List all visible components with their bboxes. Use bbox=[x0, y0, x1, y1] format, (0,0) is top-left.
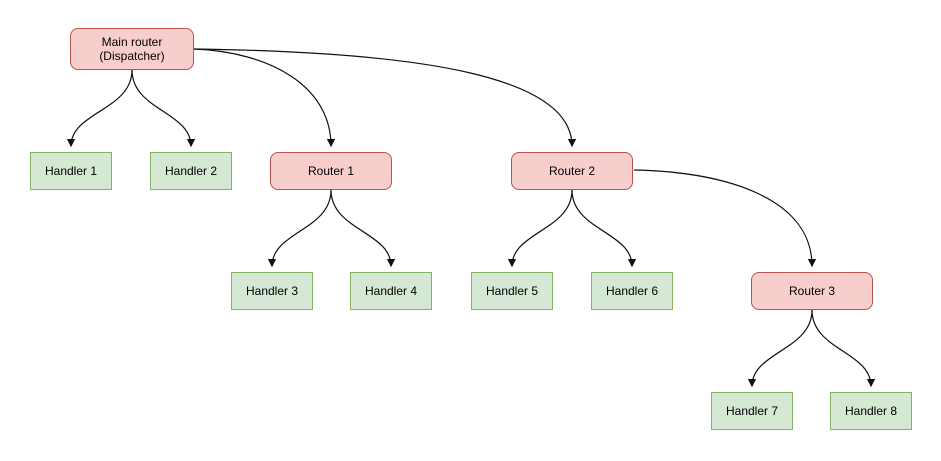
node-router-1[interactable]: Router 1 bbox=[270, 152, 392, 190]
node-label-main-router: Main router (Dispatcher) bbox=[99, 35, 165, 63]
edge-router1-to-handler-3 bbox=[267, 189, 332, 268]
node-handler-8[interactable]: Handler 8 bbox=[830, 392, 912, 430]
edge-router2-to-router-3 bbox=[633, 169, 817, 268]
node-label-handler-7: Handler 7 bbox=[725, 404, 779, 418]
node-router-2[interactable]: Router 2 bbox=[511, 152, 633, 190]
node-handler-6[interactable]: Handler 6 bbox=[591, 272, 673, 310]
node-label-handler-4: Handler 4 bbox=[364, 284, 418, 298]
edge-main-to-router-2 bbox=[193, 48, 577, 148]
edge-router3-to-handler-8 bbox=[811, 309, 876, 388]
node-label-handler-3: Handler 3 bbox=[245, 284, 299, 298]
node-label-handler-6: Handler 6 bbox=[605, 284, 659, 298]
node-handler-4[interactable]: Handler 4 bbox=[350, 272, 432, 310]
node-label-handler-5: Handler 5 bbox=[485, 284, 539, 298]
edge-main-to-handler-1 bbox=[66, 69, 133, 148]
node-label-handler-1: Handler 1 bbox=[44, 164, 98, 178]
edge-main-to-handler-2 bbox=[131, 69, 196, 148]
node-handler-2[interactable]: Handler 2 bbox=[150, 152, 232, 190]
node-label-router-1: Router 1 bbox=[307, 164, 355, 178]
node-main-router[interactable]: Main router (Dispatcher) bbox=[70, 28, 194, 70]
node-handler-1[interactable]: Handler 1 bbox=[30, 152, 112, 190]
edge-main-to-router-1 bbox=[193, 48, 336, 148]
node-handler-3[interactable]: Handler 3 bbox=[231, 272, 313, 310]
node-router-3[interactable]: Router 3 bbox=[751, 272, 873, 310]
node-label-router-2: Router 2 bbox=[548, 164, 596, 178]
edge-router2-to-handler-5 bbox=[507, 189, 573, 268]
edge-router3-to-handler-7 bbox=[747, 309, 813, 388]
node-handler-5[interactable]: Handler 5 bbox=[471, 272, 553, 310]
node-handler-7[interactable]: Handler 7 bbox=[711, 392, 793, 430]
node-label-router-3: Router 3 bbox=[788, 284, 836, 298]
node-label-handler-8: Handler 8 bbox=[844, 404, 898, 418]
edge-router2-to-handler-6 bbox=[571, 189, 637, 268]
edge-router1-to-handler-4 bbox=[330, 189, 396, 268]
node-label-handler-2: Handler 2 bbox=[164, 164, 218, 178]
